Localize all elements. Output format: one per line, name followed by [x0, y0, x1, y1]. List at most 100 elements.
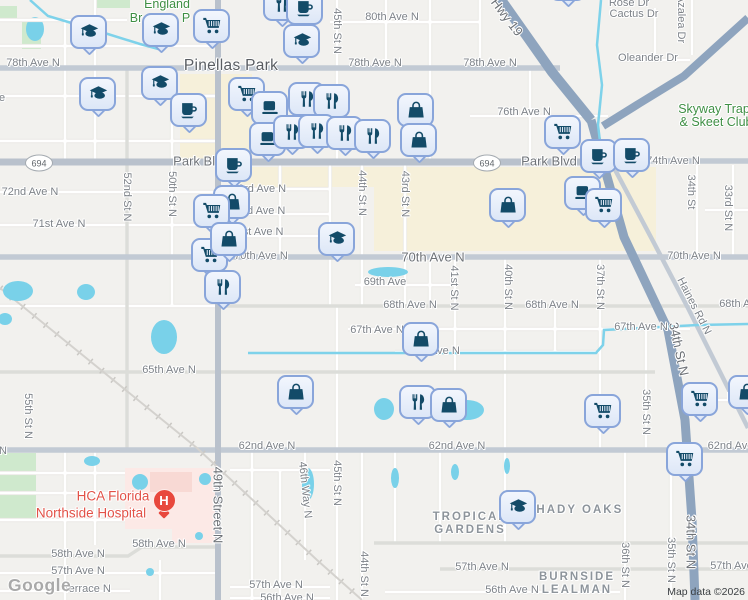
shopping-cart-icon — [594, 196, 613, 213]
marker-box — [193, 9, 230, 43]
hospital-marker-letter: H — [152, 488, 176, 512]
poi-marker-cart[interactable] — [584, 394, 621, 435]
marker-box — [313, 84, 350, 118]
marker-box — [580, 139, 617, 173]
poi-marker-coffee[interactable] — [170, 93, 207, 134]
marker-box — [584, 394, 621, 428]
marker-box — [681, 382, 718, 416]
water-features — [0, 0, 748, 576]
shopping-bag-icon — [440, 396, 457, 414]
poi-marker-bag[interactable] — [397, 93, 434, 134]
poi-marker-cart[interactable] — [585, 188, 622, 229]
shopping-cart-icon — [553, 123, 572, 140]
collector-roads — [0, 68, 748, 571]
poi-marker-coffee[interactable] — [286, 0, 323, 32]
coffee-cup-icon — [623, 148, 640, 164]
shopping-cart-icon — [690, 390, 709, 407]
route-shield: 694 — [473, 154, 501, 172]
marker-box — [499, 490, 536, 524]
marker-box — [141, 66, 178, 100]
poi-marker-cap[interactable] — [318, 222, 355, 263]
marker-box — [549, 0, 586, 1]
shopping-cart-icon — [593, 402, 612, 419]
marker-box — [400, 123, 437, 157]
restaurant-utensils-icon — [412, 394, 424, 410]
marker-box — [430, 388, 467, 422]
poi-marker-utensils[interactable] — [204, 270, 241, 311]
marker-box — [489, 188, 526, 222]
marker-box — [728, 375, 748, 409]
marker-box — [204, 270, 241, 304]
poi-marker-cap[interactable] — [499, 490, 536, 531]
poi-marker-utensils[interactable] — [313, 84, 350, 125]
graduation-cap-icon — [292, 32, 312, 47]
marker-box — [79, 77, 116, 111]
poi-marker-bag[interactable] — [402, 322, 439, 363]
coffee-cup-icon — [296, 1, 313, 17]
poi-marker-cart[interactable] — [666, 442, 703, 483]
shopping-bag-icon — [220, 230, 237, 248]
poi-marker-bag[interactable] — [728, 375, 748, 416]
marker-box — [210, 222, 247, 256]
marker-box — [318, 222, 355, 256]
poi-marker-bag[interactable] — [210, 222, 247, 263]
restaurant-utensils-icon — [311, 123, 323, 139]
marker-box — [402, 322, 439, 356]
marker-box — [585, 188, 622, 222]
route-shield: 694 — [25, 154, 53, 172]
google-logo[interactable]: Google — [8, 575, 72, 595]
marker-box — [215, 148, 252, 182]
marker-box — [251, 91, 288, 125]
poi-marker-coffee[interactable] — [215, 148, 252, 189]
marker-box — [544, 115, 581, 149]
graduation-cap-icon — [88, 85, 108, 100]
poi-marker-utensils[interactable] — [354, 119, 391, 160]
marker-tail — [559, 0, 578, 8]
graduation-cap-icon — [79, 23, 99, 38]
poi-marker-laptop[interactable] — [251, 91, 288, 132]
poi-marker-cap[interactable] — [79, 77, 116, 118]
shopping-bag-icon — [287, 383, 304, 401]
poi-marker-bag[interactable] — [430, 388, 467, 429]
graduation-cap-icon — [151, 21, 171, 36]
restaurant-utensils-icon — [326, 93, 338, 109]
coffee-cup-icon — [225, 158, 242, 174]
poi-marker-cap[interactable] — [141, 66, 178, 107]
graduation-cap-icon — [150, 74, 170, 89]
poi-marker-bag[interactable] — [489, 188, 526, 229]
marker-box — [70, 15, 107, 49]
shopping-bag-icon — [412, 330, 429, 348]
marker-box — [666, 442, 703, 476]
poi-marker-cap[interactable] — [283, 24, 320, 65]
shopping-bag-icon — [499, 196, 516, 214]
shopping-cart-icon — [675, 450, 694, 467]
poi-marker-cart[interactable] — [193, 9, 230, 50]
marker-box — [613, 138, 650, 172]
poi-marker-cap[interactable] — [70, 15, 107, 56]
poi-marker-cap[interactable] — [549, 0, 586, 8]
restaurant-utensils-icon — [339, 125, 351, 141]
poi-marker-cap[interactable] — [142, 13, 179, 54]
poi-marker-cart[interactable] — [544, 115, 581, 156]
shopping-bag-icon — [738, 383, 748, 401]
coffee-cup-icon — [180, 103, 197, 119]
poi-marker-cart[interactable] — [681, 382, 718, 423]
restaurant-utensils-icon — [367, 128, 379, 144]
shopping-cart-icon — [202, 17, 221, 34]
shopping-cart-icon — [202, 202, 221, 219]
shopping-bag-icon — [407, 101, 424, 119]
poi-marker-bag[interactable] — [400, 123, 437, 164]
railroad-line — [0, 285, 365, 600]
coffee-cup-icon — [590, 149, 607, 165]
poi-marker-coffee[interactable] — [580, 139, 617, 180]
graduation-cap-icon — [508, 498, 528, 513]
marker-box — [170, 93, 207, 127]
poi-marker-coffee[interactable] — [613, 138, 650, 179]
map-attribution: Map data ©2026 — [667, 586, 745, 598]
marker-box — [397, 93, 434, 127]
poi-marker-bag[interactable] — [277, 375, 314, 416]
